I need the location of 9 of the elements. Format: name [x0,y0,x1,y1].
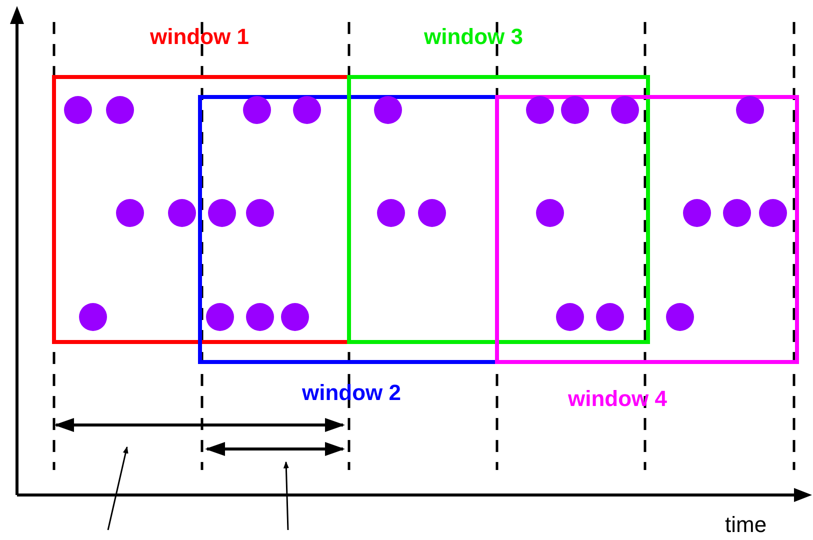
window-label: window 3 [424,24,523,50]
leader-line [283,461,289,530]
double-arrow [205,442,345,456]
window-label: window 4 [568,386,667,412]
axis-label: time [725,512,767,538]
leader-line [107,446,128,530]
window-label: window 1 [150,24,249,50]
double-arrow [54,418,345,432]
window-label: window 2 [302,380,401,406]
